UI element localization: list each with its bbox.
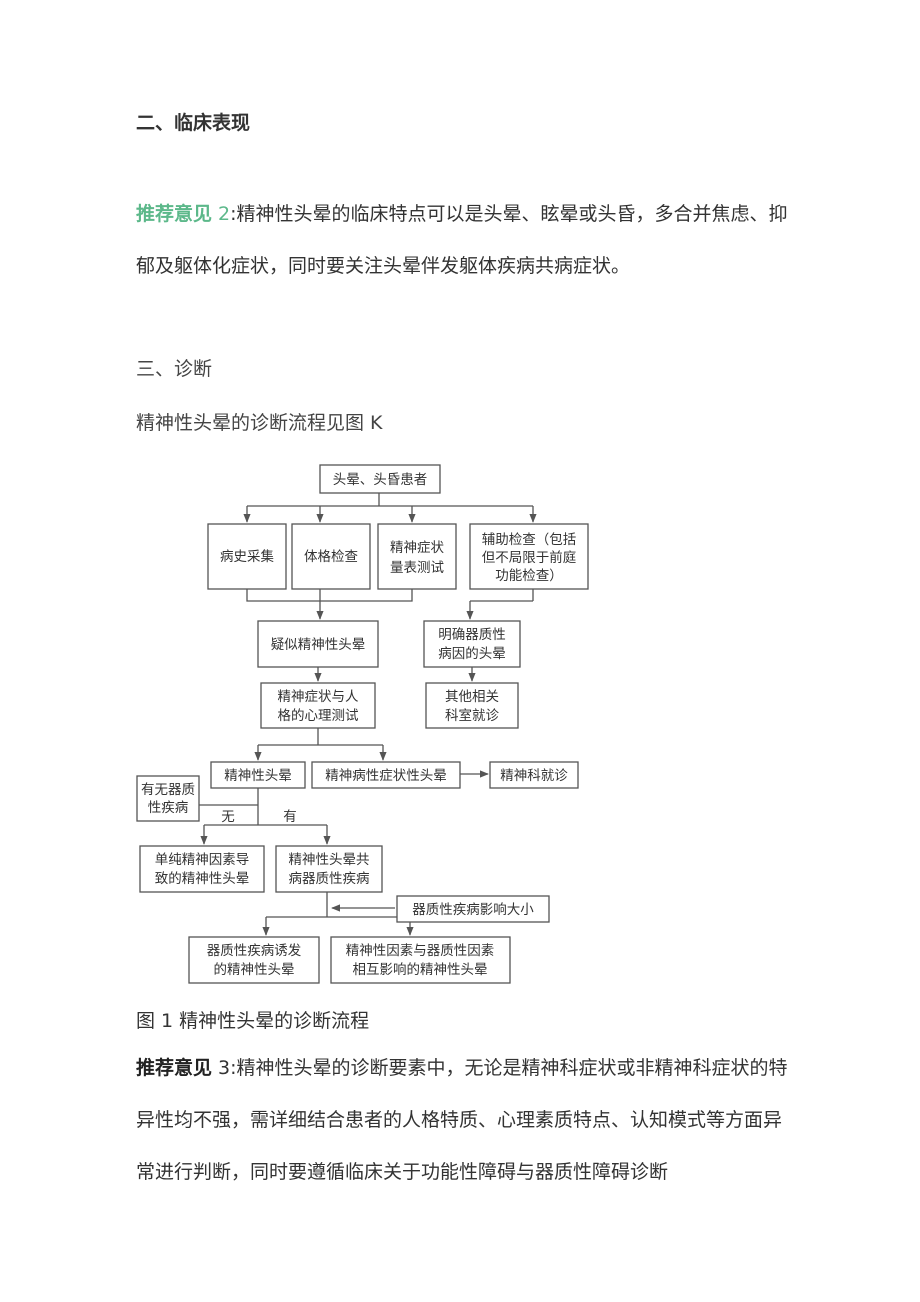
- box-mutual: [330, 936, 511, 984]
- box-organic-cause: [423, 620, 521, 668]
- diagnosis-flowchart: 头晕、头昏患者 病史采集 体格检查 精神症状 量表测试 辅助检查（包括 但不局限…: [136, 464, 589, 984]
- label-psychiatric-symptom: 精神病性症状性头晕: [325, 768, 447, 784]
- label-aux-3: 功能检查）: [495, 568, 563, 584]
- label-mutual-2: 相互影响的精神性头晕: [353, 962, 488, 978]
- label-comorbid-2: 病器质性疾病: [289, 871, 370, 887]
- label-pure-2: 致的精神性头晕: [155, 871, 250, 887]
- label-induced-1: 器质性疾病诱发: [207, 943, 302, 959]
- label-scale-2: 量表测试: [390, 560, 444, 576]
- label-pure-1: 单纯精神因素导: [155, 852, 250, 868]
- box-comorbid: [275, 845, 383, 893]
- rec2-label: 推荐意见: [136, 203, 213, 225]
- label-induced-2: 的精神性头晕: [214, 962, 295, 978]
- label-psych-test-2: 格的心理测试: [278, 708, 359, 724]
- box-patient: [319, 464, 441, 494]
- rec3-text: 3:精神性头晕的诊断要素中，无论是精神科症状或非精神科症状的特异性均不强，需详细…: [136, 1057, 788, 1183]
- box-history: [207, 523, 287, 590]
- label-scale-1: 精神症状: [390, 540, 444, 556]
- box-impact: [396, 895, 550, 923]
- label-psych-visit: 精神科就诊: [500, 768, 568, 784]
- box-pure-psych: [139, 845, 265, 893]
- box-psychiatric-symptom: [311, 761, 461, 789]
- label-impact: 器质性疾病影响大小: [412, 902, 534, 918]
- box-physical: [291, 523, 371, 590]
- label-organic-q-2: 性疾病: [148, 800, 189, 816]
- figure-caption: 图 1 精神性头晕的诊断流程: [136, 1010, 370, 1032]
- box-psych-dizzy: [210, 761, 306, 789]
- connector: [246, 589, 413, 602]
- label-organic-q-1: 有无器质: [141, 782, 195, 798]
- section-title-clinical: 二、临床表现: [136, 112, 251, 134]
- box-organic-question: [136, 775, 200, 822]
- flow-intro: 精神性头晕的诊断流程见图 K: [136, 412, 383, 434]
- box-other-dept: [425, 682, 519, 729]
- label-aux-2: 但不局限于前庭: [482, 549, 577, 566]
- box-induced: [188, 936, 320, 984]
- label-no: 无: [221, 809, 235, 825]
- section-title-diagnosis: 三、诊断: [136, 358, 213, 380]
- label-mutual-1: 精神性因素与器质性因素: [346, 943, 495, 959]
- label-suspect: 疑似精神性头晕: [271, 637, 366, 653]
- box-auxiliary: [469, 523, 589, 590]
- box-psych-visit: [489, 761, 579, 789]
- box-scale: [377, 523, 457, 590]
- label-history: 病史采集: [220, 549, 274, 565]
- label-yes: 有: [283, 809, 297, 825]
- recommendation-3: 推荐意见 3:精神性头晕的诊断要素中，无论是精神科症状或非精神科症状的特异性均不…: [136, 1042, 796, 1198]
- label-other-2: 科室就诊: [445, 707, 499, 724]
- label-organic-2: 病因的头晕: [438, 646, 506, 662]
- rec2-number: 2: [212, 203, 231, 225]
- label-other-1: 其他相关: [445, 689, 499, 705]
- label-aux-1: 辅助检查（包括: [482, 532, 577, 548]
- label-psych-test-1: 精神症状与人: [278, 689, 359, 705]
- label-comorbid-1: 精神性头晕共: [289, 852, 370, 868]
- recommendation-2: 推荐意见 2:精神性头晕的临床特点可以是头晕、眩晕或头昏，多合并焦虑、抑郁及躯体…: [136, 188, 796, 292]
- label-physical: 体格检查: [304, 549, 358, 565]
- label-psych-dizzy: 精神性头晕: [224, 768, 292, 784]
- box-psych-test: [260, 682, 376, 729]
- label-patient: 头晕、头昏患者: [333, 472, 428, 488]
- label-organic-1: 明确器质性: [438, 627, 506, 643]
- box-suspect: [257, 620, 379, 668]
- rec3-label: 推荐意见: [136, 1057, 213, 1079]
- rec2-text: :精神性头晕的临床特点可以是头晕、眩晕或头昏，多合并焦虑、抑郁及躯体化症状，同时…: [136, 203, 788, 277]
